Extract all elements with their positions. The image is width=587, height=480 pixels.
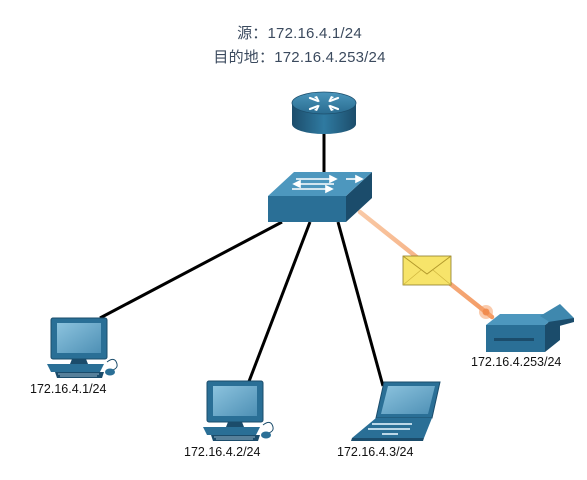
destination-ip: 172.16.4.253/24 xyxy=(274,49,386,66)
desktop-pc-icon[interactable] xyxy=(203,380,274,441)
laptop-icon[interactable] xyxy=(351,381,441,441)
packet-burst-icon xyxy=(479,305,493,319)
laptop-ip-label: 172.16.4.3/24 xyxy=(337,445,414,459)
switch-icon[interactable] xyxy=(268,172,372,222)
source-label: 源： xyxy=(237,24,268,42)
destination-label: 目的地： xyxy=(213,48,275,66)
link-switch-pc1 xyxy=(99,220,283,320)
source-address: 源：172.16.4.1/24 xyxy=(6,22,587,43)
printer-icon[interactable] xyxy=(486,304,574,352)
destination-address: 目的地：172.16.4.253/24 xyxy=(6,46,587,67)
link-switch-laptop xyxy=(336,221,385,387)
router-icon[interactable] xyxy=(291,91,357,134)
link-switch-pc2 xyxy=(246,221,312,385)
envelope-icon xyxy=(402,255,452,286)
source-ip: 172.16.4.1/24 xyxy=(267,25,362,42)
pc2-ip-label: 172.16.4.2/24 xyxy=(184,445,261,459)
desktop-pc-icon[interactable] xyxy=(47,317,118,378)
printer-ip-label: 172.16.4.253/24 xyxy=(471,355,562,369)
pc1-ip-label: 172.16.4.1/24 xyxy=(30,382,107,396)
